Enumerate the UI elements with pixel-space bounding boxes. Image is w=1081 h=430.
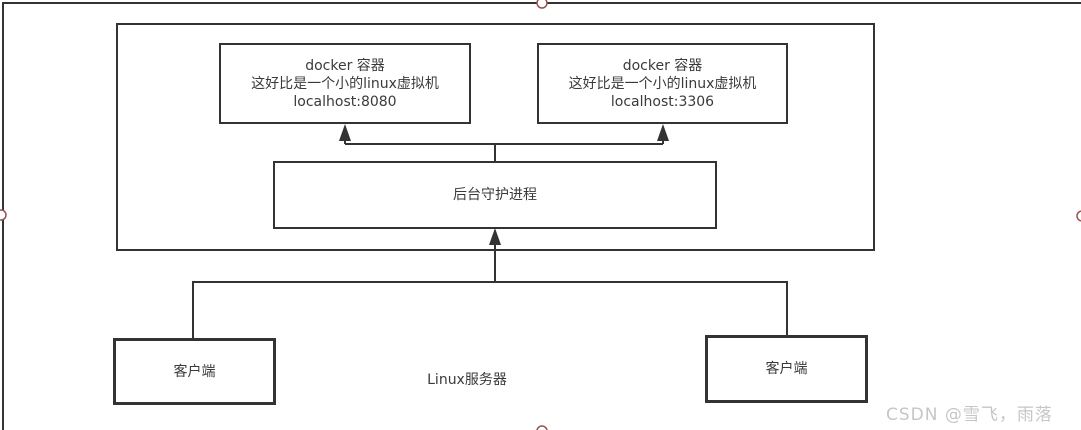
docker-container-box-8080[interactable]: docker 容器 这好比是一个小的linux虚拟机 localhost:808… xyxy=(219,43,471,124)
clients-to-daemon-connector[interactable] xyxy=(192,233,788,338)
resize-handle-left[interactable] xyxy=(0,209,7,221)
docker-container-box-3306[interactable]: docker 容器 这好比是一个小的linux虚拟机 localhost:330… xyxy=(537,43,788,124)
client-left-label: 客户端 xyxy=(173,363,216,380)
resize-handle-top[interactable] xyxy=(536,0,548,9)
client-box-left[interactable]: 客户端 xyxy=(113,338,276,405)
docker-1-title: docker 容器 xyxy=(305,57,385,74)
daemon-process-box[interactable]: 后台守护进程 xyxy=(273,161,717,229)
csdn-watermark: CSDN @雪飞，雨落 xyxy=(886,405,1053,425)
resize-handle-right[interactable] xyxy=(1076,210,1081,222)
docker-1-address: localhost:8080 xyxy=(293,93,397,110)
docker-2-description: 这好比是一个小的linux虚拟机 xyxy=(568,75,757,92)
linux-server-label: Linux服务器 xyxy=(427,372,507,388)
arrowhead-to-docker-2 xyxy=(657,124,669,141)
arrowhead-to-daemon xyxy=(489,228,501,245)
daemon-label: 后台守护进程 xyxy=(453,187,537,203)
arrowhead-to-docker-1 xyxy=(339,124,351,141)
docker-1-description: 这好比是一个小的linux虚拟机 xyxy=(251,75,439,92)
client-box-right[interactable]: 客户端 xyxy=(705,335,868,403)
docker-2-title: docker 容器 xyxy=(622,57,703,74)
daemon-to-containers-connector[interactable] xyxy=(344,130,664,161)
resize-handle-bottom[interactable] xyxy=(536,425,548,430)
client-right-label: 客户端 xyxy=(765,361,808,377)
docker-2-address: localhost:3306 xyxy=(610,93,715,110)
